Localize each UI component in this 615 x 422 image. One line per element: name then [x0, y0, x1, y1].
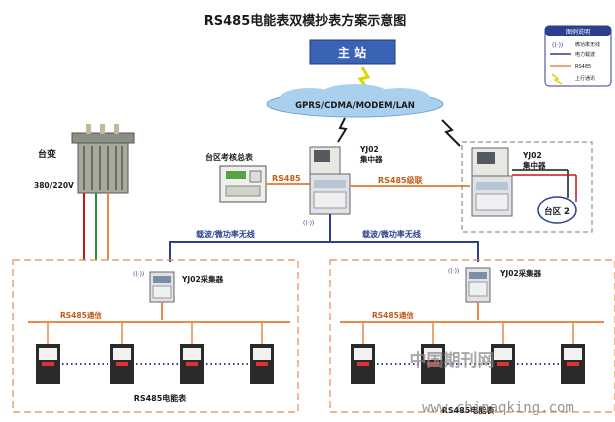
rs485-comm-right-label: RS485通信	[372, 310, 414, 320]
rs485-meter	[250, 344, 274, 384]
wireless-icon: ((·))	[303, 220, 314, 227]
rs485-link-label: RS485	[272, 174, 301, 183]
plc-label-right: 载波/微功率无线	[362, 229, 421, 239]
area2-label: 台区 2	[544, 206, 570, 217]
area-meter-label: 台区考核总表	[205, 152, 254, 162]
legend-item-uplink: 上行通讯	[551, 73, 595, 85]
rs485-meter	[110, 344, 134, 384]
transformer-voltage: 380/220V	[34, 181, 74, 190]
concentrator-2-line2: 集中器	[522, 160, 546, 170]
network-cloud: GPRS/CDMA/MODEM/LAN	[266, 84, 444, 118]
watermark-cn: 中国期刊网	[410, 350, 495, 371]
master-station-label: 主 站	[338, 45, 366, 60]
rs485-comm-left-label: RS485通信	[60, 310, 102, 320]
transformer: 台变 380/220V	[34, 124, 135, 194]
master-station: 主 站	[309, 39, 396, 65]
area-box-right	[329, 259, 615, 413]
wireless-icon: ((·))	[133, 271, 144, 278]
area-box-left	[12, 259, 299, 413]
legend-item-rs485: RS485	[550, 64, 591, 70]
rs485-meter	[561, 344, 585, 384]
legend-item-label: 上行通讯	[575, 75, 595, 82]
diagram-title: RS485电能表双模抄表方案示意图	[204, 13, 407, 29]
rs485-meter	[180, 344, 204, 384]
area2-dashed-box	[461, 141, 593, 233]
concentrator-1-line1: YJ02	[359, 145, 379, 154]
legend-item-wireless: ((·)) 微功率无线	[552, 41, 600, 49]
meters-right-label: RS485电能表	[442, 405, 496, 415]
collector-right-label: YJ02采集器	[499, 268, 542, 278]
lightning-icon-1	[337, 117, 348, 143]
concentrator-1: YJ02 集中器 ((·))	[303, 145, 383, 227]
watermark-url: www.chinaqking.com	[422, 400, 574, 416]
rs485-meter	[491, 344, 515, 384]
area-meter: 台区考核总表	[205, 152, 267, 203]
plc-label-left: 载波/微功率无线	[196, 229, 255, 239]
meters-left-label: RS485电能表	[134, 393, 188, 403]
wireless-icon: ((·))	[448, 268, 459, 275]
transformer-name: 台变	[38, 148, 56, 160]
legend-item-label: 微功率无线	[575, 41, 600, 48]
area2: 台区 2	[537, 196, 577, 224]
concentrator-2: YJ02 集中器	[471, 147, 546, 217]
concentrator-1-line2: 集中器	[359, 154, 383, 164]
collector-left: ((·)) YJ02采集器	[133, 271, 224, 303]
rs485-cascade-label: RS485级联	[378, 175, 423, 185]
plc-bus-right	[330, 241, 479, 262]
collector-left-label: YJ02采集器	[181, 274, 224, 284]
meter-row-left: RS485电能表	[36, 344, 274, 403]
legend: 图例说明 ((·)) 微功率无线 电力载波 RS485 上行通讯	[544, 25, 612, 87]
legend-item-label: RS485	[575, 64, 591, 70]
collector-right: ((·)) YJ02采集器	[448, 267, 542, 303]
legend-header: 图例说明	[566, 28, 590, 36]
legend-item-plc: 电力载波	[550, 51, 595, 58]
legend-item-label: 电力载波	[575, 51, 595, 58]
rs485-meter	[351, 344, 375, 384]
plc-bus-left	[169, 214, 331, 262]
meter-row-right: RS485电能表	[351, 344, 585, 415]
lightning-icon-2	[441, 119, 461, 147]
rs485-meter	[36, 344, 60, 384]
network-label: GPRS/CDMA/MODEM/LAN	[295, 101, 415, 111]
wireless-icon: ((·))	[552, 42, 563, 49]
concentrator-2-line1: YJ02	[522, 151, 542, 160]
rs485-meter	[421, 344, 445, 384]
